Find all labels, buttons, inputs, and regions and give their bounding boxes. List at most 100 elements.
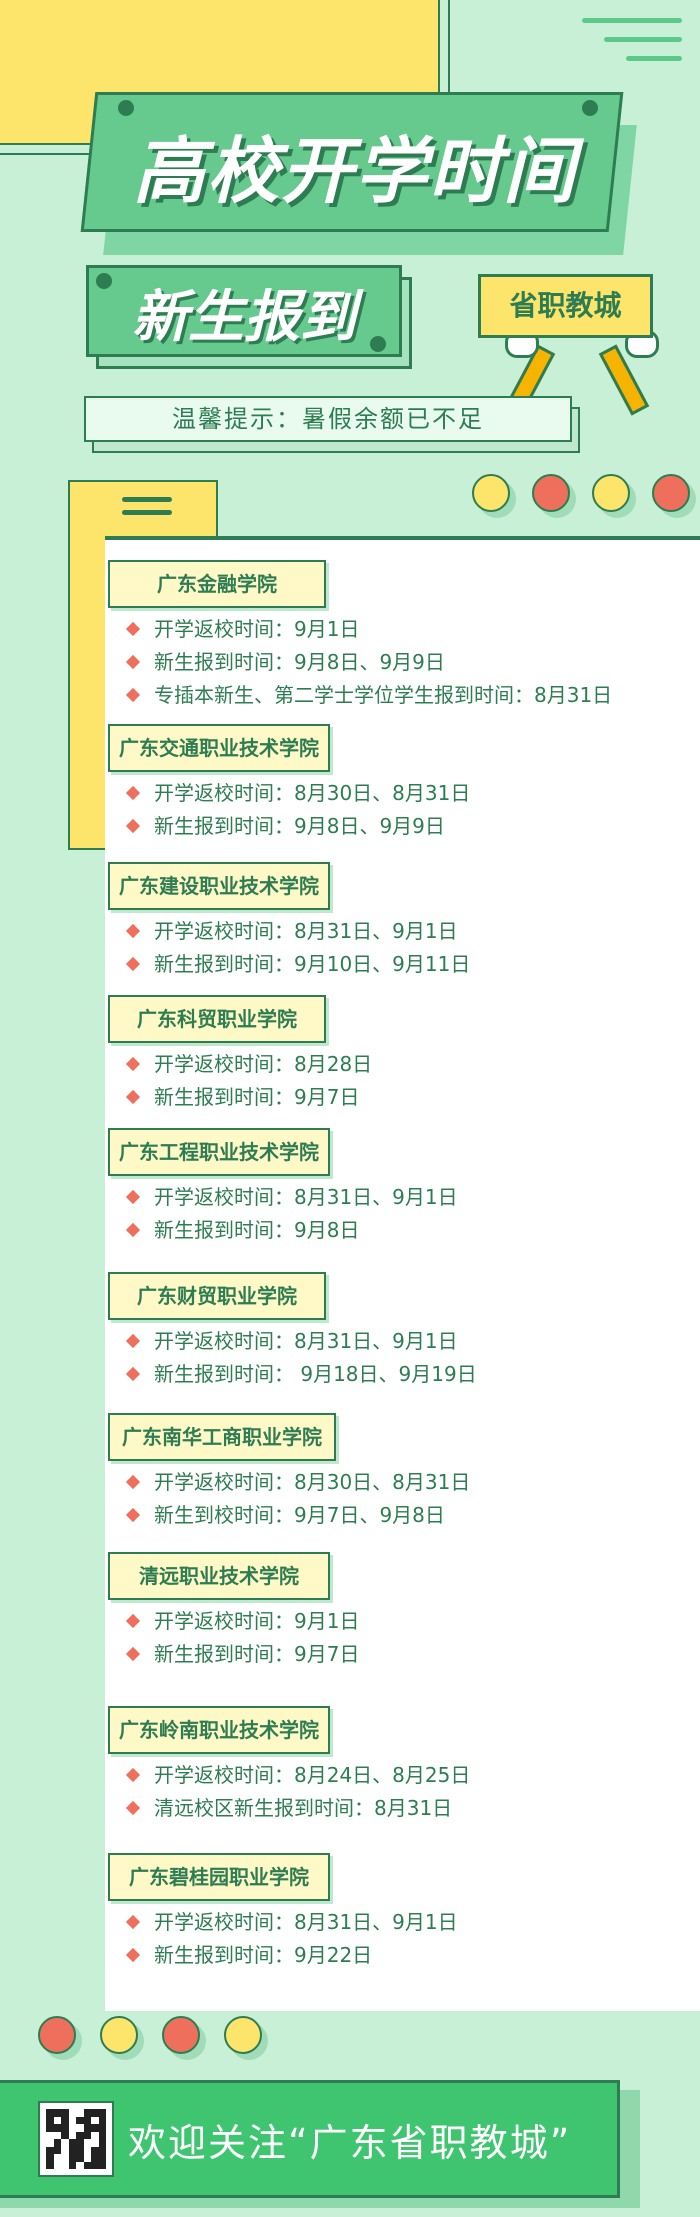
bolt-icon	[118, 100, 134, 116]
list-item: 开学返校时间：8月30日、8月31日	[108, 781, 470, 805]
dot-red-icon	[38, 2016, 76, 2054]
list-item: 开学返校时间：8月31日、9月1日	[108, 1329, 477, 1353]
bullet-diamond-icon	[125, 1914, 141, 1930]
list-item: 清远校区新生报到时间：8月31日	[108, 1796, 470, 1820]
bullet-diamond-icon	[125, 1222, 141, 1238]
list-item-text: 专插本新生、第二学士学位学生报到时间：8月31日	[154, 683, 613, 707]
list-item: 专插本新生、第二学士学位学生报到时间：8月31日	[108, 683, 612, 707]
school-name: 广东碧桂园职业学院	[108, 1853, 330, 1901]
list-item-text: 新生到校时间：9月7日、9月8日	[154, 1503, 445, 1527]
footer-text: 欢迎关注“广东省职教城”	[128, 2121, 572, 2165]
bullet-diamond-icon	[125, 1089, 141, 1105]
list-item: 开学返校时间：8月24日、8月25日	[108, 1763, 470, 1787]
list-item-text: 清远校区新生报到时间：8月31日	[154, 1796, 453, 1820]
list-item: 开学返校时间：8月31日、9月1日	[108, 1910, 458, 1934]
bolt-icon	[582, 100, 598, 116]
list-item: 新生报到时间：9月8日、9月9日	[108, 650, 612, 674]
dot-red-icon	[532, 474, 570, 512]
dot-red-icon	[652, 474, 690, 512]
list-item: 新生报到时间： 9月18日、9月19日	[108, 1362, 477, 1386]
dot-yellow-icon	[224, 2016, 262, 2054]
bullet-diamond-icon	[125, 818, 141, 834]
school-name: 广东南华工商职业学院	[108, 1413, 336, 1461]
list-item-text: 开学返校时间：8月24日、8月25日	[154, 1763, 471, 1787]
list-item: 开学返校时间：8月30日、8月31日	[108, 1470, 470, 1494]
dot-yellow-icon	[472, 474, 510, 512]
list-item-text: 新生报到时间：9月10日、9月11日	[154, 952, 471, 976]
list-item: 开学返校时间：8月28日	[108, 1052, 372, 1076]
bullet-diamond-icon	[125, 1947, 141, 1963]
dot-yellow-icon	[100, 2016, 138, 2054]
list-item-text: 新生报到时间：9月7日	[154, 1085, 360, 1109]
brand-sign: 省职教城	[478, 274, 653, 338]
list-item-text: 新生报到时间：9月22日	[154, 1943, 373, 1967]
bolt-icon	[96, 273, 112, 289]
bullet-diamond-icon	[125, 1474, 141, 1490]
list-item-text: 开学返校时间：8月31日、9月1日	[154, 1910, 458, 1934]
list-item: 新生报到时间：9月8日	[108, 1218, 458, 1242]
school-section: 广东金融学院开学返校时间：9月1日新生报到时间：9月8日、9月9日专插本新生、第…	[108, 560, 612, 707]
school-name: 广东交通职业技术学院	[108, 724, 330, 772]
school-section: 广东岭南职业技术学院开学返校时间：8月24日、8月25日清远校区新生报到时间：8…	[108, 1706, 470, 1820]
bullet-diamond-icon	[125, 1507, 141, 1523]
list-item: 新生到校时间：9月7日、9月8日	[108, 1503, 470, 1527]
list-item: 新生报到时间：9月10日、9月11日	[108, 952, 470, 976]
list-item-text: 新生报到时间：9月8日、9月9日	[154, 814, 445, 838]
school-section: 广东交通职业技术学院开学返校时间：8月30日、8月31日新生报到时间：9月8日、…	[108, 724, 470, 838]
list-item-text: 开学返校时间：8月31日、9月1日	[154, 1185, 458, 1209]
list-item: 开学返校时间：9月1日	[108, 617, 612, 641]
bullet-diamond-icon	[125, 1800, 141, 1816]
list-item: 开学返校时间：8月31日、9月1日	[108, 919, 470, 943]
list-item-text: 开学返校时间：8月31日、9月1日	[154, 1329, 458, 1353]
school-section: 广东碧桂园职业学院开学返校时间：8月31日、9月1日新生报到时间：9月22日	[108, 1853, 458, 1967]
subtitle-board	[86, 265, 402, 357]
list-item-text: 开学返校时间：8月30日、8月31日	[154, 1470, 471, 1494]
bullet-diamond-icon	[125, 956, 141, 972]
list-item: 新生报到时间：9月7日	[108, 1085, 372, 1109]
list-item-text: 开学返校时间：9月1日	[154, 1609, 360, 1633]
list-item-text: 开学返校时间：8月30日、8月31日	[154, 781, 471, 805]
school-section: 广东财贸职业学院开学返校时间：8月31日、9月1日新生报到时间： 9月18日、9…	[108, 1272, 477, 1386]
list-item-text: 开学返校时间：8月31日、9月1日	[154, 919, 458, 943]
page-subtitle: 新生报到	[132, 285, 356, 350]
list-item-text: 新生报到时间：9月7日	[154, 1642, 360, 1666]
school-name: 广东工程职业技术学院	[108, 1128, 330, 1176]
school-name: 广东科贸职业学院	[108, 995, 326, 1043]
list-item-text: 新生报到时间： 9月18日、9月19日	[154, 1362, 477, 1386]
school-name: 广东财贸职业学院	[108, 1272, 326, 1320]
dot-red-icon	[162, 2016, 200, 2054]
dot-yellow-icon	[592, 474, 630, 512]
school-name: 清远职业技术学院	[108, 1552, 330, 1600]
school-section: 广东南华工商职业学院开学返校时间：8月30日、8月31日新生到校时间：9月7日、…	[108, 1413, 470, 1527]
qr-code-icon[interactable]	[38, 2101, 114, 2177]
bullet-diamond-icon	[125, 1613, 141, 1629]
page-title: 高校开学时间	[132, 129, 577, 213]
school-section: 广东建设职业技术学院开学返校时间：8月31日、9月1日新生报到时间：9月10日、…	[108, 862, 470, 976]
bullet-diamond-icon	[125, 923, 141, 939]
school-name: 广东岭南职业技术学院	[108, 1706, 330, 1754]
school-section: 清远职业技术学院开学返校时间：9月1日新生报到时间：9月7日	[108, 1552, 359, 1666]
menu-icon	[582, 18, 682, 75]
school-section: 广东工程职业技术学院开学返校时间：8月31日、9月1日新生报到时间：9月8日	[108, 1128, 458, 1242]
bullet-diamond-icon	[125, 1767, 141, 1783]
bullet-diamond-icon	[125, 1333, 141, 1349]
school-name: 广东金融学院	[108, 560, 326, 608]
bullet-diamond-icon	[125, 1366, 141, 1382]
menu-icon	[122, 497, 172, 523]
list-item: 新生报到时间：9月7日	[108, 1642, 359, 1666]
bullet-diamond-icon	[125, 687, 141, 703]
bolt-icon	[370, 336, 386, 352]
bullet-diamond-icon	[125, 785, 141, 801]
bullet-diamond-icon	[125, 621, 141, 637]
list-item: 开学返校时间：8月31日、9月1日	[108, 1185, 458, 1209]
list-item-text: 新生报到时间：9月8日、9月9日	[154, 650, 445, 674]
school-section: 广东科贸职业学院开学返校时间：8月28日新生报到时间：9月7日	[108, 995, 372, 1109]
list-item: 新生报到时间：9月22日	[108, 1943, 458, 1967]
bullet-diamond-icon	[125, 1189, 141, 1205]
bullet-diamond-icon	[125, 654, 141, 670]
school-name: 广东建设职业技术学院	[108, 862, 330, 910]
list-item-text: 开学返校时间：9月1日	[154, 617, 360, 641]
list-item-text: 新生报到时间：9月8日	[154, 1218, 360, 1242]
tip-banner: 温馨提示：暑假余额已不足	[84, 396, 572, 442]
list-item: 开学返校时间：9月1日	[108, 1609, 359, 1633]
